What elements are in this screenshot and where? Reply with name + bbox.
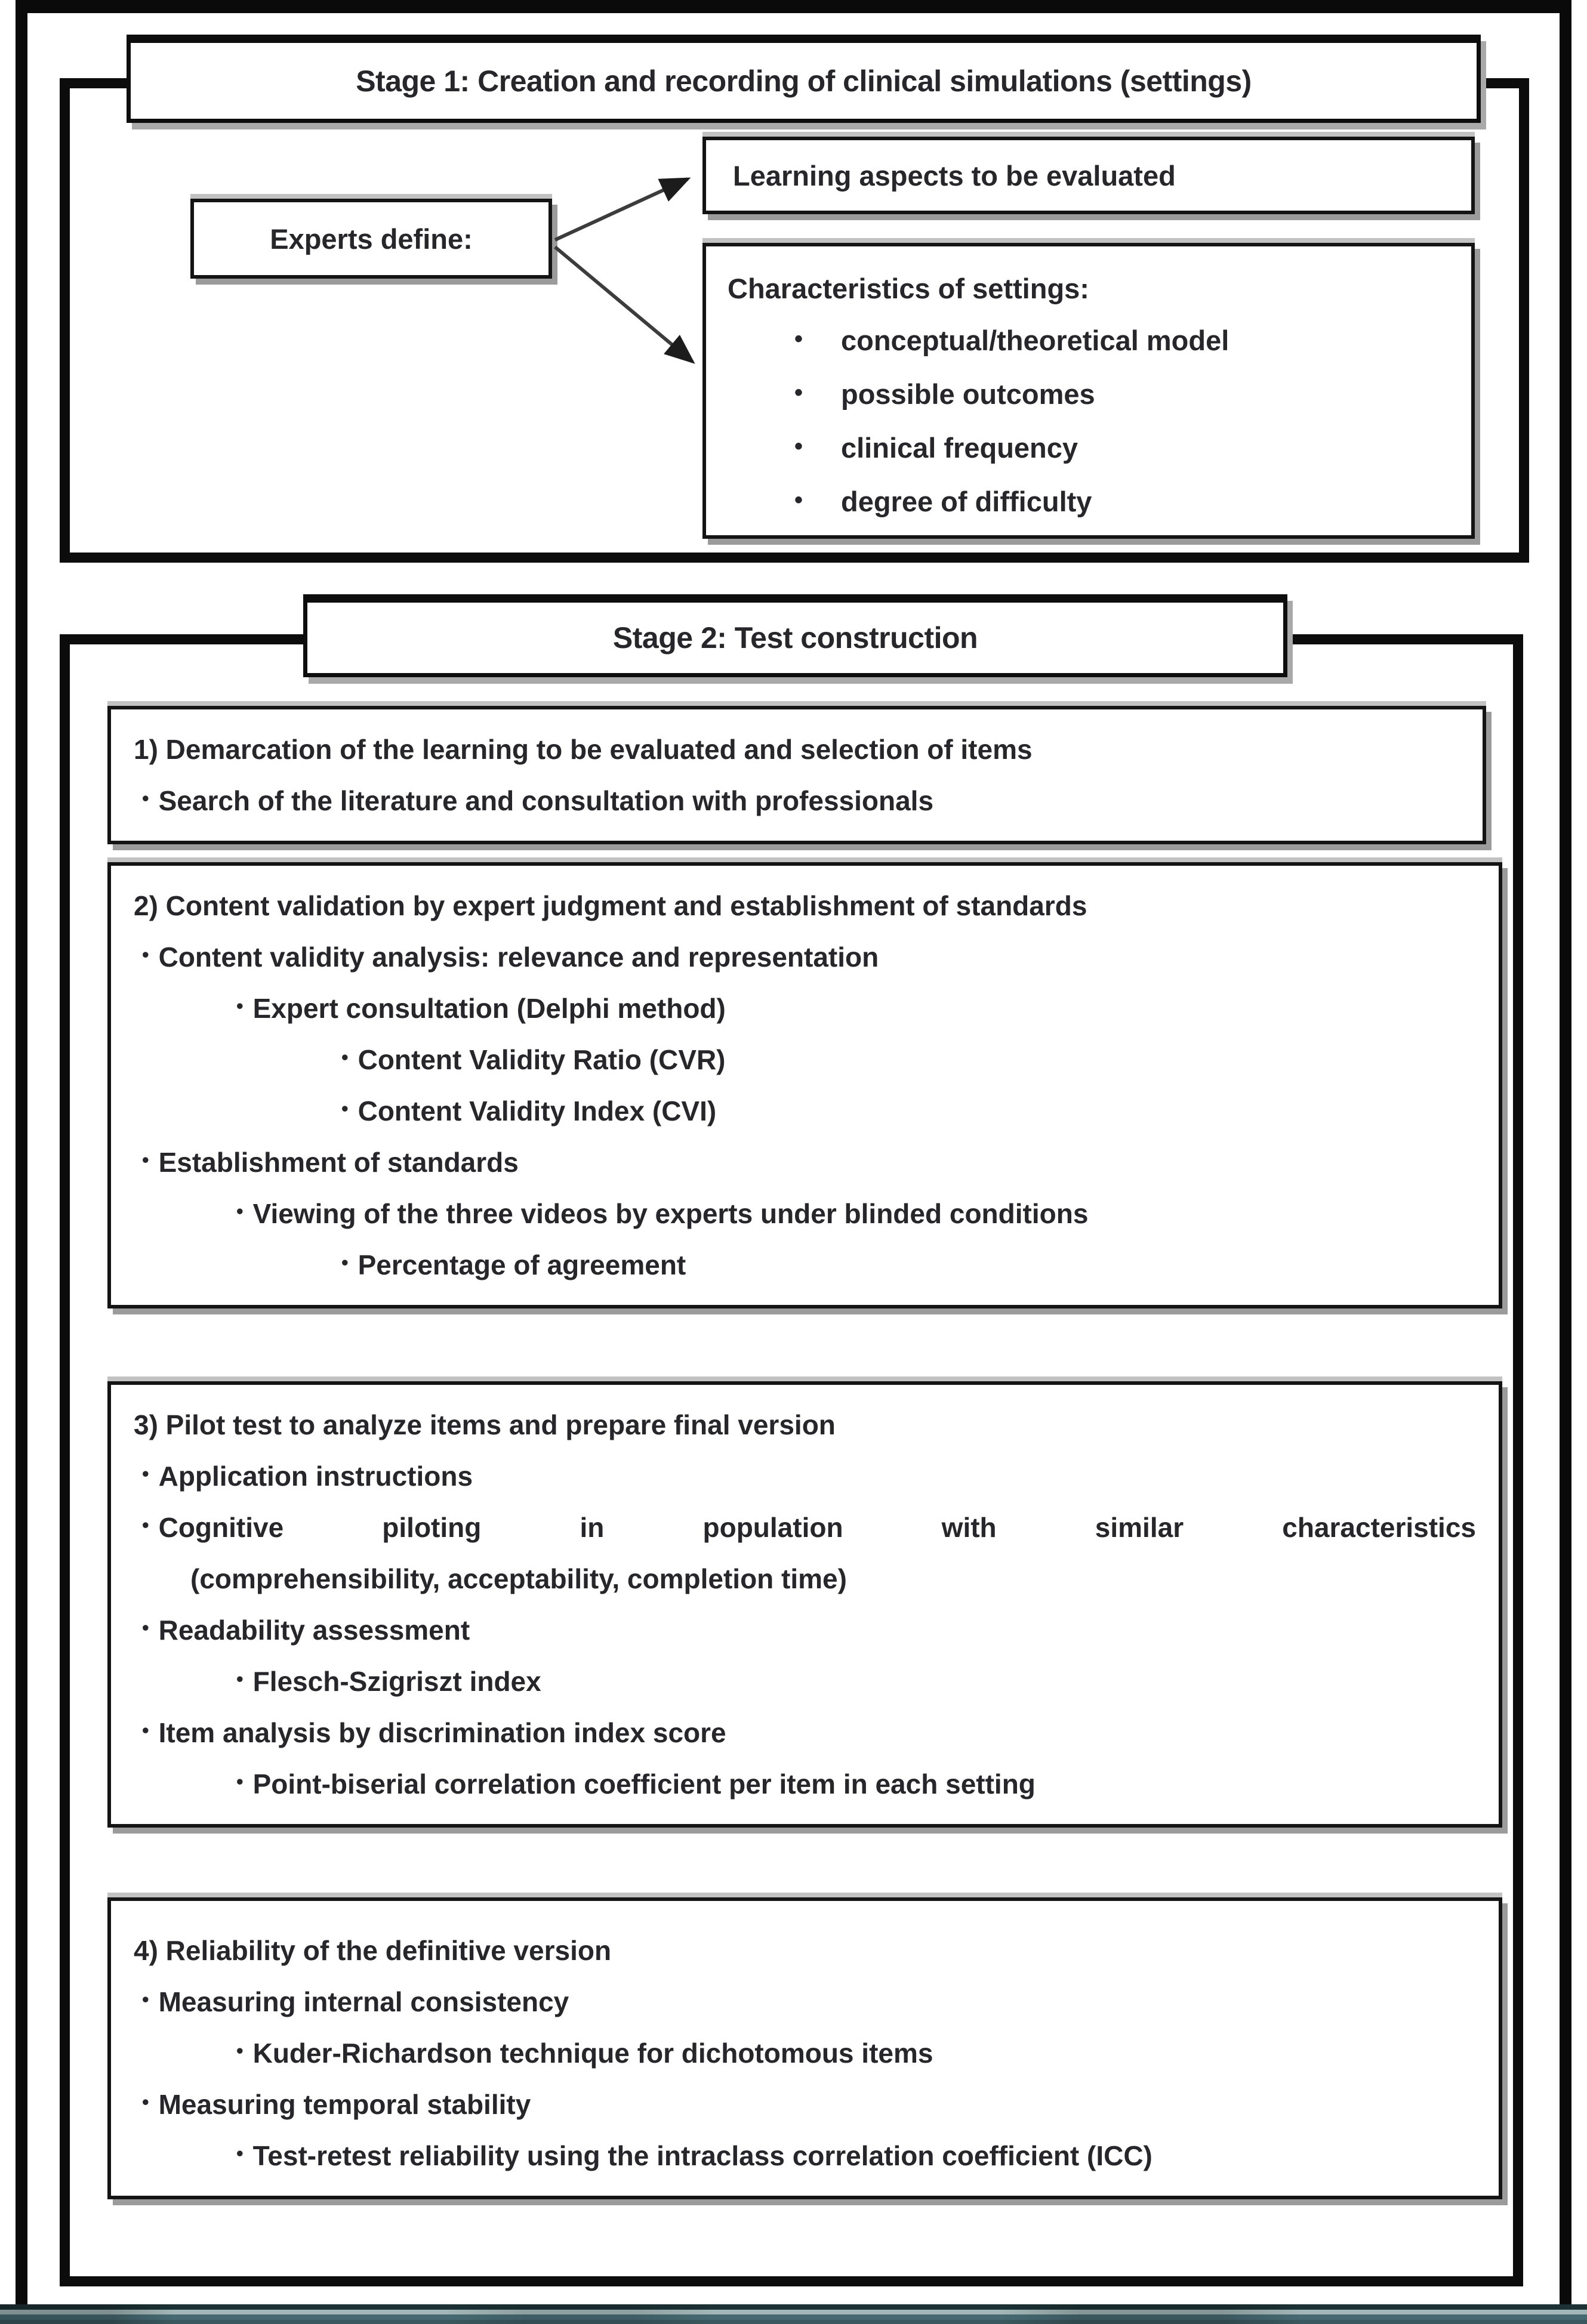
list-line: 4) Reliability of the definitive version: [134, 1925, 1476, 1976]
line-text: degree of difficulty: [840, 485, 1092, 517]
list-line: • degree of difficulty: [728, 474, 1459, 528]
scan-footer-strip: [0, 2304, 1587, 2324]
bullet-icon: •: [142, 1463, 149, 1485]
list-line: • Search of the literature and consultati…: [134, 775, 1460, 826]
list-line: (comprehensibility, acceptability, compl…: [134, 1553, 1476, 1604]
line-text: conceptual/theoretical model: [840, 324, 1229, 356]
list-line: • Viewing of the three videos by experts …: [134, 1188, 1476, 1239]
line-text: Kuder-Richardson technique for dichotomo…: [252, 2038, 933, 2069]
line-text: possible outcomes: [840, 378, 1095, 410]
list-line: • Measuring temporal stability: [134, 2079, 1476, 2130]
list-line: • Expert consultation (Delphi method): [134, 983, 1476, 1034]
learning-aspects-box: Learning aspects to be evaluated: [702, 137, 1475, 214]
line-text: Content Validity Index (CVI): [358, 1095, 717, 1126]
bullet-icon: •: [794, 433, 803, 459]
bullet-icon: •: [142, 2091, 149, 2113]
experts-define-box: Experts define:: [190, 199, 552, 279]
bullet-icon: •: [142, 1514, 149, 1536]
line-text: Item analysis by discrimination index sc…: [158, 1717, 726, 1748]
list-line: • Content Validity Index (CVI): [134, 1085, 1476, 1137]
line-text: 4) Reliability of the definitive version: [134, 1935, 612, 1966]
line-text: Search of the literature and consultatio…: [158, 785, 934, 816]
bullet-icon: •: [794, 325, 803, 352]
characteristics-heading: Characteristics of settings:: [728, 272, 1089, 304]
line-text: Measuring temporal stability: [158, 2089, 531, 2120]
step3-pilot-test-box: 3) Pilot test to analyze items and prepa…: [107, 1381, 1502, 1828]
list-line: • Item analysis by discrimination index s…: [134, 1707, 1476, 1758]
line-text: Application instructions: [158, 1461, 473, 1492]
learning-aspects-label: Learning aspects to be evaluated: [733, 159, 1176, 192]
bullet-icon: •: [142, 944, 149, 966]
experts-define-label: Experts define:: [270, 223, 473, 255]
bullet-icon: •: [142, 788, 149, 810]
line-text: Percentage of agreement: [358, 1249, 686, 1280]
line-text: Establishment of standards: [158, 1147, 519, 1178]
line-text: 2) Content validation by expert judgment…: [134, 890, 1087, 921]
bullet-icon: •: [142, 1989, 149, 2011]
bullet-icon: •: [142, 1720, 149, 1742]
list-line: • Measuring internal consistency: [134, 1976, 1476, 2027]
bullet-icon: •: [236, 2040, 244, 2062]
line-text: clinical frequency: [840, 431, 1078, 464]
stage2-title-box: Stage 2: Test construction: [303, 594, 1287, 677]
list-line: • conceptual/theoretical model: [728, 313, 1459, 367]
list-line: • Cognitive piloting in population with s…: [134, 1502, 1476, 1553]
step2-content-validation-box: 2) Content validation by expert judgment…: [107, 862, 1502, 1308]
list-line: • Test-retest reliability using the intra…: [134, 2130, 1476, 2181]
bullet-icon: •: [341, 1047, 349, 1069]
line-text: Content validity analysis: relevance and…: [158, 942, 879, 973]
line-text: Measuring internal consistency: [158, 1986, 569, 2017]
bullet-icon: •: [236, 2143, 244, 2165]
bullet-icon: •: [142, 1617, 149, 1639]
list-line: • clinical frequency: [728, 421, 1459, 474]
stage1-title-box: Stage 1: Creation and recording of clini…: [127, 35, 1481, 123]
list-line: • Point-biserial correlation coefficient …: [134, 1758, 1476, 1810]
line-text: Viewing of the three videos by experts u…: [252, 1198, 1089, 1229]
line-text: Expert consultation (Delphi method): [252, 993, 726, 1024]
line-text: Flesch-Szigriszt index: [252, 1666, 541, 1697]
list-line: 1) Demarcation of the learning to be eva…: [134, 724, 1460, 775]
bullet-icon: •: [236, 1200, 244, 1223]
list-line: • possible outcomes: [728, 367, 1459, 421]
list-line: 3) Pilot test to analyze items and prepa…: [134, 1399, 1476, 1450]
list-line: 2) Content validation by expert judgment…: [134, 880, 1476, 931]
bullet-icon: •: [341, 1098, 349, 1120]
characteristics-box: Characteristics of settings: • conceptual…: [702, 243, 1475, 539]
figure-outer-border: [16, 0, 1571, 2307]
line-text: 1) Demarcation of the learning to be eva…: [134, 734, 1033, 765]
list-line: • Readability assessment: [134, 1604, 1476, 1656]
list-line: • Content validity analysis: relevance an…: [134, 931, 1476, 983]
stage2-title: Stage 2: Test construction: [612, 621, 978, 655]
bullet-icon: •: [142, 1149, 149, 1171]
bullet-icon: •: [794, 379, 803, 406]
list-line: • Percentage of agreement: [134, 1239, 1476, 1291]
step1-demarcation-box: 1) Demarcation of the learning to be eva…: [107, 706, 1486, 844]
line-text: Test-retest reliability using the intrac…: [252, 2140, 1152, 2171]
bullet-icon: •: [236, 1771, 244, 1793]
list-line: • Kuder-Richardson technique for dichotom…: [134, 2027, 1476, 2079]
list-line: • Flesch-Szigriszt index: [134, 1656, 1476, 1707]
characteristics-bullet-list: • conceptual/theoretical model • possible o…: [728, 313, 1459, 528]
bullet-icon: •: [236, 995, 244, 1017]
line-text: Content Validity Ratio (CVR): [358, 1044, 726, 1075]
bullet-icon: •: [236, 1668, 244, 1690]
list-line: • Content Validity Ratio (CVR): [134, 1034, 1476, 1085]
line-text: 3) Pilot test to analyze items and prepa…: [134, 1409, 836, 1440]
stage1-title: Stage 1: Creation and recording of clini…: [356, 64, 1252, 98]
bullet-icon: •: [341, 1252, 349, 1274]
line-text: Cognitive piloting in population with si…: [158, 1512, 1476, 1543]
line-text: Readability assessment: [158, 1615, 470, 1646]
list-line: • Application instructions: [134, 1450, 1476, 1502]
bullet-icon: •: [794, 486, 803, 513]
line-text: (comprehensibility, acceptability, compl…: [190, 1563, 847, 1594]
list-line: • Establishment of standards: [134, 1137, 1476, 1188]
line-text: Point-biserial correlation coefficient p…: [252, 1769, 1036, 1800]
step4-reliability-box: 4) Reliability of the definitive version…: [107, 1897, 1502, 2199]
